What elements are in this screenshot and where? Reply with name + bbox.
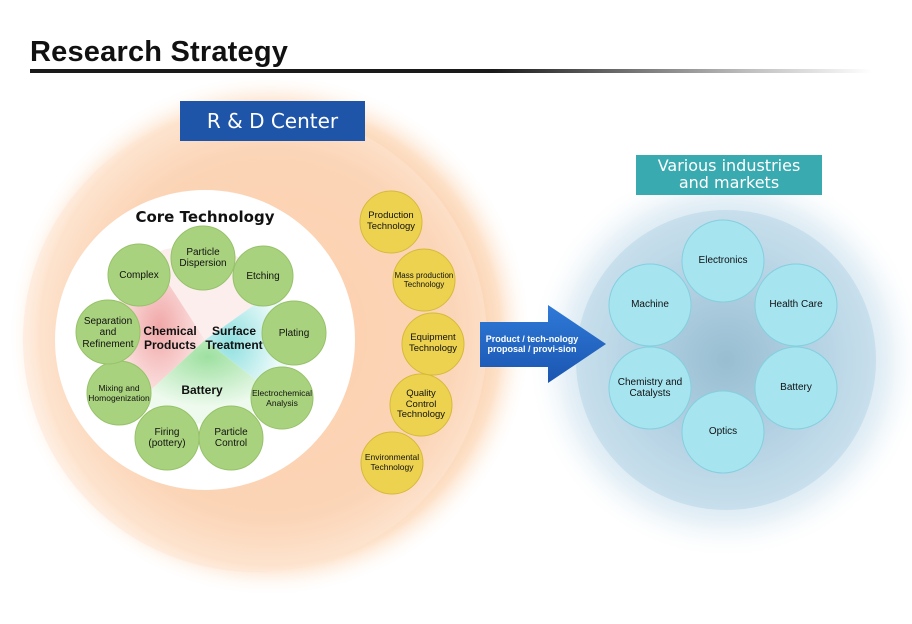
ring-circle-mass-production: [392, 248, 456, 312]
sector-label-surface-treatment: Surface Treatment: [205, 324, 263, 352]
market-label-battery: Battery: [780, 382, 812, 394]
market-label-electronics: Electronics: [698, 255, 748, 267]
core-label-complex: Complex: [119, 270, 159, 282]
ring-label-equipment: Equipment Technology: [408, 332, 458, 354]
market-label-machine: Machine: [631, 299, 669, 311]
ring-circle-environmental: [360, 431, 424, 495]
market-label-chemistry: Chemistry and Catalysts: [617, 376, 683, 400]
arrow-shape: [480, 305, 606, 383]
core-label-firing: Firing (pottery): [148, 426, 186, 450]
sector-battery: [140, 340, 275, 424]
core-circle-firing: [134, 405, 200, 471]
market-label-optics: Optics: [708, 426, 738, 438]
market-circle-electronics: [681, 219, 765, 303]
page-title: Research Strategy: [30, 36, 289, 68]
market-circle-health-care: [754, 263, 838, 347]
core-label-mixing: Mixing and Homogenization: [88, 383, 150, 403]
core-circle-plating: [261, 300, 327, 366]
core-label-plating: Plating: [278, 328, 310, 340]
core-label-etching: Etching: [246, 271, 280, 283]
ring-label-mass-production: Mass production Technology: [394, 270, 454, 289]
sector-label-chemical-products: Chemical Products: [143, 324, 197, 352]
core-label-separation: Separation and Refinement: [82, 315, 134, 350]
ring-circle-production: [359, 190, 423, 254]
ring-label-environmental: Environmental Technology: [364, 452, 420, 472]
ring-circle-equipment: [401, 312, 465, 376]
core-technology-title: Core Technology: [135, 208, 275, 227]
core-circle-complex: [107, 243, 171, 307]
core-label-electrochemical-analysis: Electrochemical Analysis: [252, 388, 312, 408]
core-circle-electrochemical-analysis: [250, 366, 314, 430]
market-circle-chemistry: [608, 346, 692, 430]
arrow-label: Product / tech-nology proposal / provi-s…: [485, 333, 579, 354]
ring-circle-quality-control: [389, 373, 453, 437]
sector-label-battery: Battery: [181, 383, 223, 398]
core-circle-particle-dispersion: [170, 225, 236, 291]
market-circle-optics: [681, 390, 765, 474]
markets-header: Various industries and markets: [636, 155, 822, 195]
core-label-particle-control: Particle Control: [214, 426, 248, 450]
title-underline: [30, 69, 872, 73]
markets-glow: [526, 160, 912, 560]
market-circle-machine: [608, 263, 692, 347]
ring-label-production: Production Technology: [366, 210, 416, 232]
ring-label-quality-control: Quality Control Technology: [396, 387, 446, 421]
market-circle-battery: [754, 346, 838, 430]
markets-label: Various industries and markets: [657, 156, 801, 192]
core-label-particle-dispersion: Particle Dispersion: [179, 246, 227, 270]
core-circle-etching: [232, 245, 294, 307]
market-label-health-care: Health Care: [769, 299, 823, 311]
core-circle-separation: [75, 299, 141, 365]
rd-center-header: R & D Center: [180, 101, 365, 141]
rd-center-label: R & D Center: [206, 109, 339, 133]
